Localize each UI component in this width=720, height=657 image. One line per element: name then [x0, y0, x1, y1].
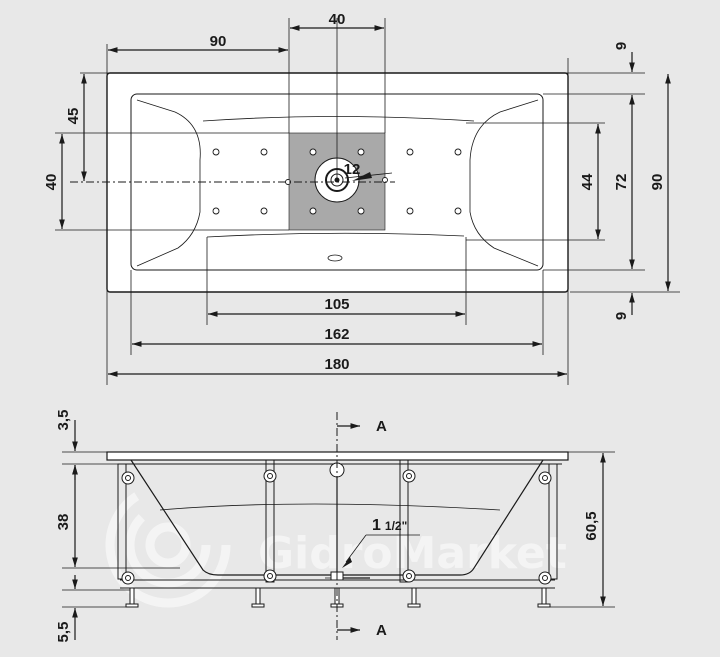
- jet-nozzle-icon: [212, 148, 220, 156]
- dim-inner-width: 72: [613, 174, 630, 191]
- dim-overall-length: 180: [324, 356, 349, 373]
- jet-nozzle-icon: [357, 207, 365, 215]
- mounting-bolts: [121, 462, 552, 585]
- jet-nozzle-icon: [454, 207, 462, 215]
- dim-jet-spacing-width: 44: [579, 173, 596, 190]
- jet-nozzle-icon: [260, 148, 268, 156]
- dim-drain-pipe-fraction: 1/2": [385, 519, 407, 533]
- section-label-a-top: A: [376, 418, 387, 435]
- jet-nozzle-icon: [309, 148, 317, 156]
- dim-inner-length: 162: [324, 326, 349, 343]
- jet-nozzle-icon: [260, 207, 268, 215]
- watermark-swirl-icon: [105, 482, 231, 608]
- dim-drain-pipe: 1 1/2": [372, 517, 407, 534]
- jet-nozzle-icon: [309, 207, 317, 215]
- top-view: 90 40 105 162 180 45 40 44 72 90 9 9 12: [43, 11, 680, 385]
- dim-drain-offset-x: 90: [210, 33, 227, 50]
- side-dimension-lines: [72, 420, 606, 640]
- section-label-a-bottom: A: [376, 622, 387, 639]
- dim-plate-width: 40: [329, 11, 346, 28]
- dim-foot-height: 5,5: [55, 622, 72, 643]
- dim-rim-bottom: 9: [613, 312, 630, 320]
- dim-rim-top: 9: [613, 42, 630, 50]
- jet-nozzle-icon: [357, 148, 365, 156]
- dim-rim-thickness: 3,5: [55, 410, 72, 431]
- dim-overall-width: 90: [649, 174, 666, 191]
- jet-nozzle-icon: [406, 148, 414, 156]
- extension-lines: [55, 18, 680, 385]
- overflow-icon: [327, 254, 343, 262]
- dim-jet-spacing-length: 105: [324, 296, 349, 313]
- dim-frame-height: 38: [55, 514, 72, 531]
- side-extension-lines: [62, 451, 615, 608]
- dim-plate-height: 40: [43, 174, 60, 191]
- jet-nozzle-icon: [212, 207, 220, 215]
- dim-drain-offset-y: 45: [65, 108, 82, 125]
- jet-nozzle-icon: [406, 207, 414, 215]
- side-view: A A 3,5 38 5,5 60,5 1 1/2": [55, 410, 615, 643]
- dimension-lines: [59, 25, 671, 377]
- dim-drain-diameter: 12: [344, 161, 361, 178]
- jet-nozzle-icon: [454, 148, 462, 156]
- dim-drain-pipe-whole: 1: [372, 517, 381, 534]
- dim-total-height: 60,5: [583, 511, 600, 540]
- jet-nozzles: [212, 148, 462, 215]
